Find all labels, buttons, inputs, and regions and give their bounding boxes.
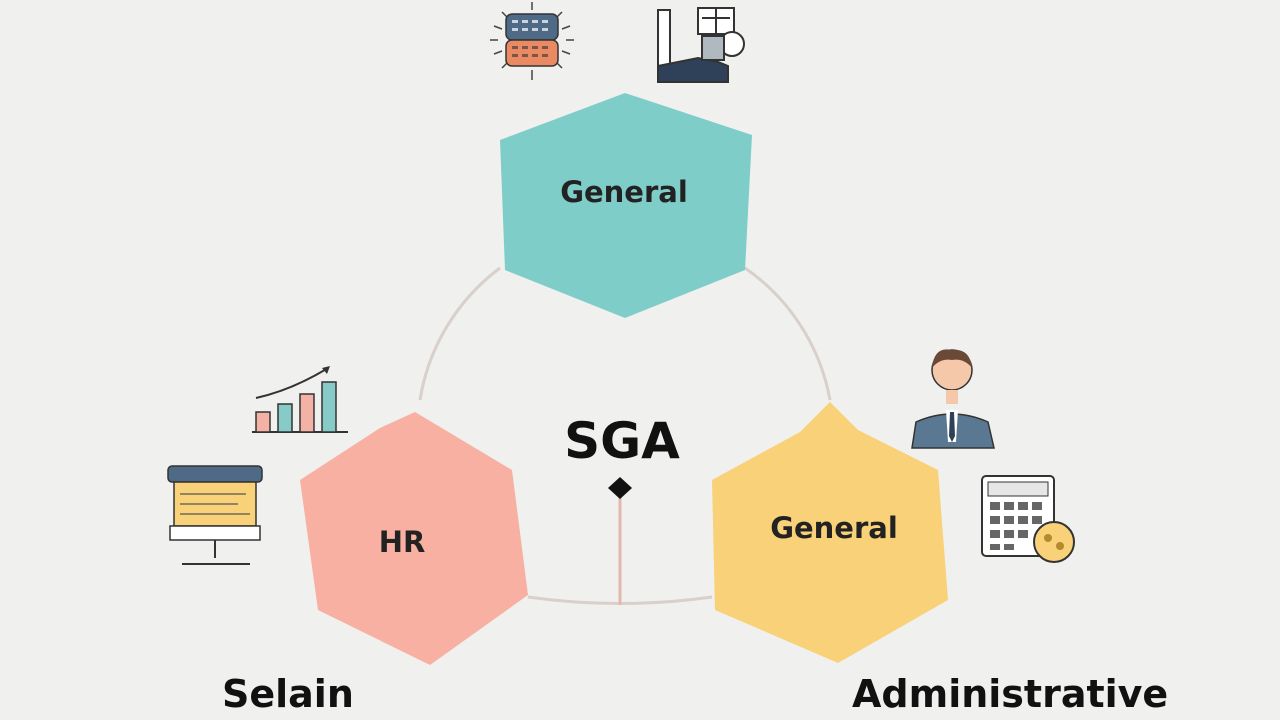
hexagon-left xyxy=(300,412,528,665)
sun-keyboard-icon xyxy=(490,2,574,80)
center-diamond-icon xyxy=(608,477,632,499)
hexagon-right xyxy=(712,402,948,663)
computer-monitor-icon xyxy=(167,465,263,565)
arc-top-right xyxy=(744,266,832,401)
businessman-icon xyxy=(911,349,995,449)
machine-icon xyxy=(657,7,745,83)
growth-chart-icon xyxy=(252,366,348,433)
calculator-coins-icon xyxy=(981,475,1075,563)
node-right-label: General xyxy=(770,511,898,545)
hexagon-top xyxy=(500,93,752,318)
node-left-label: HR xyxy=(379,525,426,559)
node-left: HR xyxy=(300,412,528,665)
node-right: General xyxy=(712,402,948,663)
caption-right: Administrative xyxy=(852,672,1169,716)
center-label: SGA xyxy=(564,412,680,470)
node-top-label: General xyxy=(560,175,688,209)
node-top: General xyxy=(500,93,752,318)
arc-top-left xyxy=(418,266,501,401)
caption-left: Selain xyxy=(222,672,354,716)
connector-lines xyxy=(418,266,832,605)
